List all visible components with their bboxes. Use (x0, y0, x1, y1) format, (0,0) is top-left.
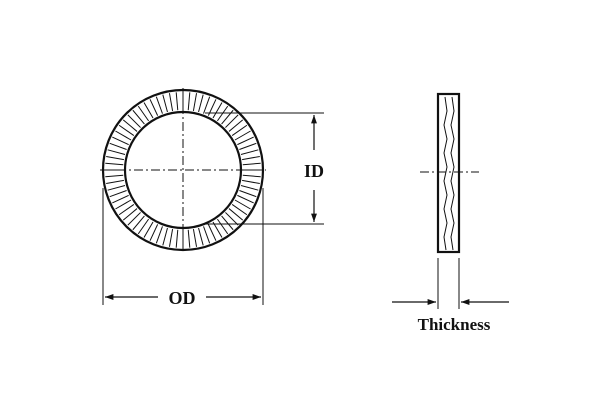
serration-line (132, 109, 145, 125)
serration-line (168, 93, 174, 111)
serration-line (175, 229, 179, 248)
serration-line (106, 179, 124, 185)
serration-line (127, 212, 141, 226)
serration-line (122, 119, 138, 132)
serration-line (115, 199, 132, 210)
serration-line (203, 96, 211, 114)
serration-line (187, 92, 191, 111)
front-view (100, 88, 266, 252)
serration-line (122, 208, 138, 221)
id-label: ID (304, 161, 324, 181)
serration-line (112, 136, 129, 146)
serration-profile-right (450, 96, 455, 251)
serration-line (234, 130, 251, 141)
id-dimension: ID (205, 112, 324, 225)
serration-line (240, 149, 259, 155)
serration-line (143, 102, 154, 119)
serration-line (187, 229, 191, 248)
serration-line (242, 162, 261, 166)
side-view (420, 92, 479, 254)
serration-line (228, 208, 244, 221)
thickness-dimension: Thickness (392, 258, 509, 334)
serration-line (175, 92, 179, 111)
serration-line (168, 229, 174, 247)
serration-line (221, 215, 234, 231)
serration-line (231, 204, 248, 216)
side-view-outline (436, 92, 461, 254)
serration-line (237, 194, 254, 204)
thickness-label: Thickness (418, 315, 491, 334)
serration-line (242, 174, 261, 178)
serration-line (242, 155, 260, 161)
serration-line (137, 218, 149, 235)
serration-line (198, 227, 204, 246)
serration-line (192, 229, 198, 247)
serration-line (105, 162, 124, 166)
serration-line (217, 218, 229, 235)
serration-line (237, 136, 254, 146)
od-dimension: OD (102, 188, 264, 308)
serration-line (234, 199, 251, 210)
serration-line (192, 93, 198, 111)
serration-line (107, 149, 126, 155)
serration-line (239, 190, 257, 198)
serration-line (231, 124, 248, 136)
serration-line (162, 227, 168, 246)
serration-profile-left (443, 96, 448, 251)
serration-line (109, 190, 127, 198)
serration-line (118, 204, 135, 216)
serration-line (240, 185, 259, 191)
serration-line (225, 114, 239, 128)
serration-line (132, 215, 145, 231)
serration-line (155, 96, 163, 114)
serration-line (115, 130, 132, 141)
serration-line (149, 99, 159, 116)
serration-line (225, 212, 239, 226)
serration-line (143, 221, 154, 238)
od-label: OD (169, 288, 196, 308)
serration-line (228, 119, 244, 132)
serration-line (137, 105, 149, 122)
serration-line (107, 185, 126, 191)
serration-line (162, 94, 168, 113)
serration-line (118, 124, 135, 136)
serration-line (207, 224, 217, 241)
serration-line (149, 224, 159, 241)
serration-line (239, 142, 257, 150)
serration-line (109, 142, 127, 150)
serration-line (203, 226, 211, 244)
serration-line (212, 102, 223, 119)
serration-line (106, 155, 124, 161)
serration-line (112, 194, 129, 204)
serration-line (155, 226, 163, 244)
serration-line (242, 179, 260, 185)
serration-line (105, 174, 124, 178)
serration-line (212, 221, 223, 238)
serration-line (127, 114, 141, 128)
serration-line (198, 94, 204, 113)
